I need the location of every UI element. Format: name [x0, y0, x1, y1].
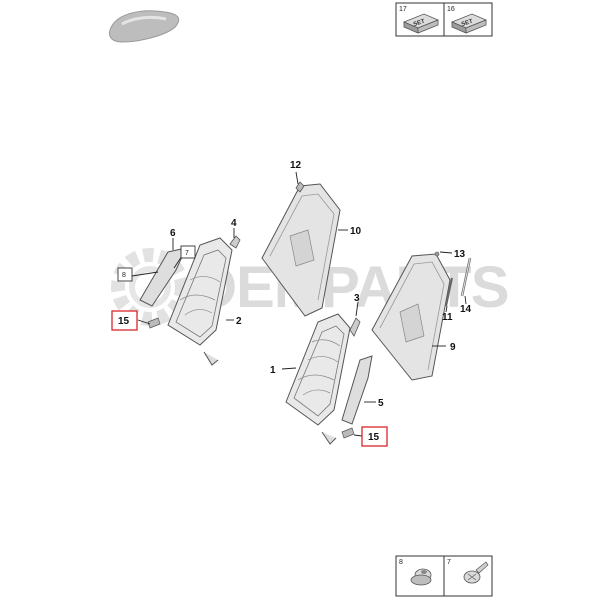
callout-15-center: 15	[368, 432, 380, 443]
callout-14[interactable]: 14	[460, 304, 472, 315]
clip-part-3[interactable]	[349, 317, 361, 337]
kit-box-17[interactable]: 17 SET	[395, 2, 445, 37]
callout-13[interactable]: 13	[454, 249, 466, 260]
fastener-center	[341, 427, 355, 439]
hardware-box-7-number: 7	[447, 559, 451, 566]
callout-5[interactable]: 5	[378, 398, 384, 409]
callout-8: 8	[122, 272, 126, 279]
seat-frame-left[interactable]	[167, 237, 233, 366]
callout-12[interactable]: 12	[290, 160, 302, 171]
kit-box-16[interactable]: 16 SET	[443, 2, 493, 37]
rod-part-14[interactable]	[460, 257, 472, 297]
pin-part-12[interactable]	[295, 181, 305, 193]
callout-2[interactable]: 2	[236, 316, 242, 327]
callout-8-box[interactable]: 8	[117, 267, 133, 282]
callout-4[interactable]: 4	[231, 218, 237, 229]
callout-11[interactable]: 11	[442, 312, 453, 323]
callout-9[interactable]: 9	[450, 342, 456, 353]
callout-10[interactable]: 10	[350, 226, 362, 237]
callout-3[interactable]: 3	[354, 293, 360, 304]
set-package-icon	[402, 13, 440, 34]
kit-box-16-label: SET	[461, 19, 474, 28]
nut-icon	[410, 568, 432, 586]
set-package-icon	[450, 13, 488, 34]
clip-part-4[interactable]	[229, 235, 241, 249]
hardware-box-7[interactable]: 7	[443, 555, 493, 597]
watermark: OEMPARTS	[111, 248, 509, 326]
fastener-left	[147, 317, 161, 329]
callouts: 12 10 4 6 7 8 2 15 13 3 11 14 9 1 5 15	[111, 160, 472, 447]
seat-back-panel-9[interactable]	[371, 253, 451, 381]
hardware-box-8[interactable]: 8	[395, 555, 445, 597]
kit-box-17-label: SET	[413, 19, 426, 28]
kit-box-16-number: 16	[447, 6, 455, 13]
callout-7-box[interactable]: 7	[180, 245, 196, 259]
side-panel-left[interactable]	[139, 247, 187, 307]
callout-15-center-box[interactable]: 15	[361, 426, 388, 447]
callout-1[interactable]: 1	[270, 365, 276, 376]
rod-part-11[interactable]	[445, 277, 453, 307]
seat-frame-center[interactable]	[285, 313, 351, 445]
callout-15-left: 15	[118, 316, 130, 327]
hardware-box-8-number: 8	[399, 559, 403, 566]
watermark-text: OEMPARTS	[192, 255, 508, 320]
callout-6[interactable]: 6	[170, 228, 176, 239]
callout-15-left-box[interactable]: 15	[111, 310, 138, 331]
side-panel-5[interactable]	[341, 355, 373, 425]
vehicle-thumbnail	[109, 10, 180, 43]
screw-part-13[interactable]	[434, 251, 440, 257]
kit-box-17-number: 17	[399, 6, 407, 13]
callout-7: 7	[185, 250, 189, 257]
screw-icon	[463, 561, 489, 584]
